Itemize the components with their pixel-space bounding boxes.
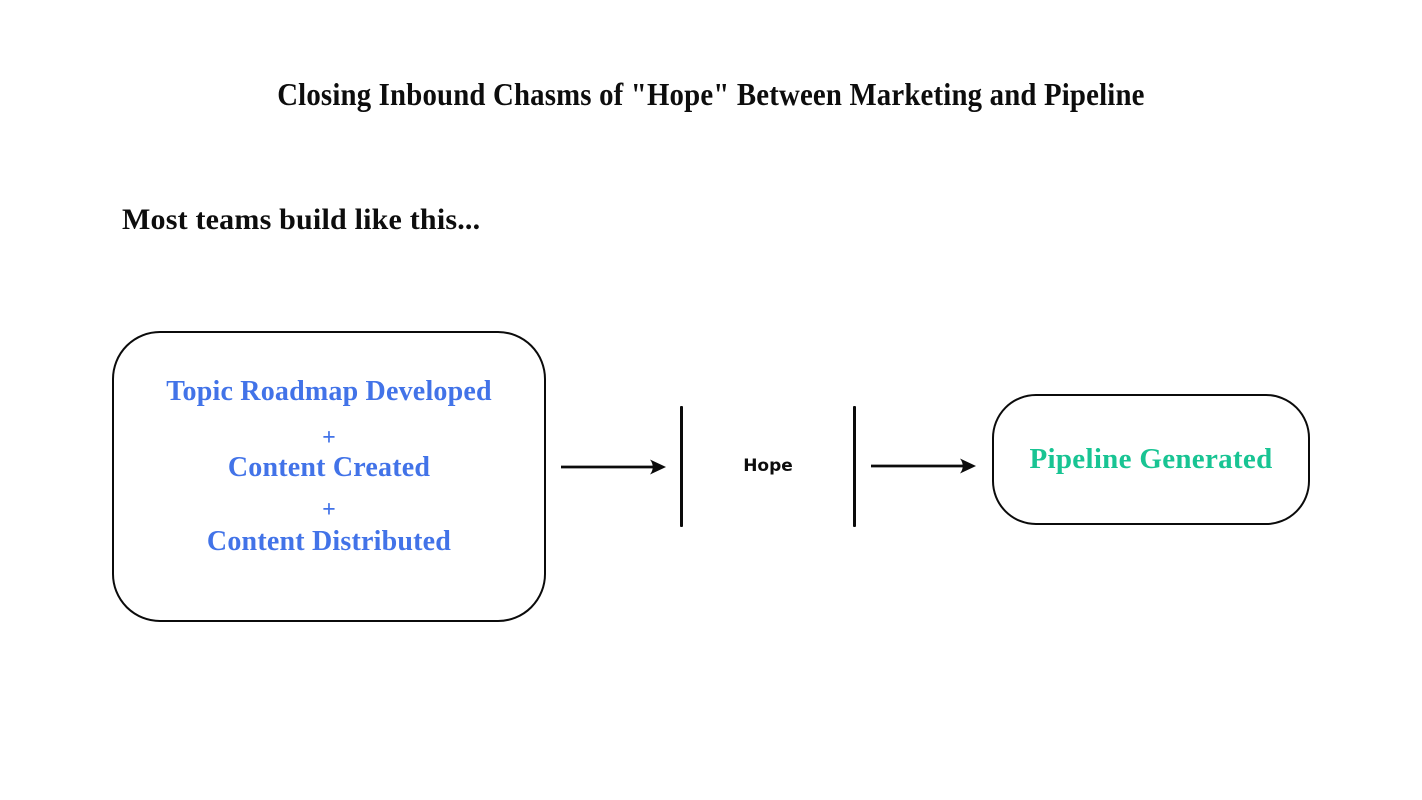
subtitle-caption: Most teams build like this...	[122, 203, 481, 236]
plus-icon: +	[322, 497, 336, 523]
chasm-gap-line-left	[680, 406, 683, 527]
hope-label: Hope	[743, 456, 793, 476]
page-title: Closing Inbound Chasms of "Hope" Between…	[0, 76, 1422, 113]
plus-icon: +	[322, 425, 336, 451]
arrow-right-icon	[561, 459, 666, 475]
pipeline-box: Pipeline Generated	[992, 394, 1310, 525]
arrow-right-icon	[871, 458, 976, 474]
pipeline-label: Pipeline Generated	[1029, 443, 1273, 475]
page-title-text: Closing Inbound Chasms of "Hope" Between…	[277, 76, 1145, 112]
chasm-gap-line-right	[853, 406, 856, 527]
marketing-activities-box: Topic Roadmap Developed + Content Create…	[112, 331, 546, 622]
input-line-content-created: Content Created	[227, 452, 431, 483]
input-line-content-distributed: Content Distributed	[206, 526, 452, 557]
input-line-topic-roadmap: Topic Roadmap Developed	[166, 376, 492, 407]
